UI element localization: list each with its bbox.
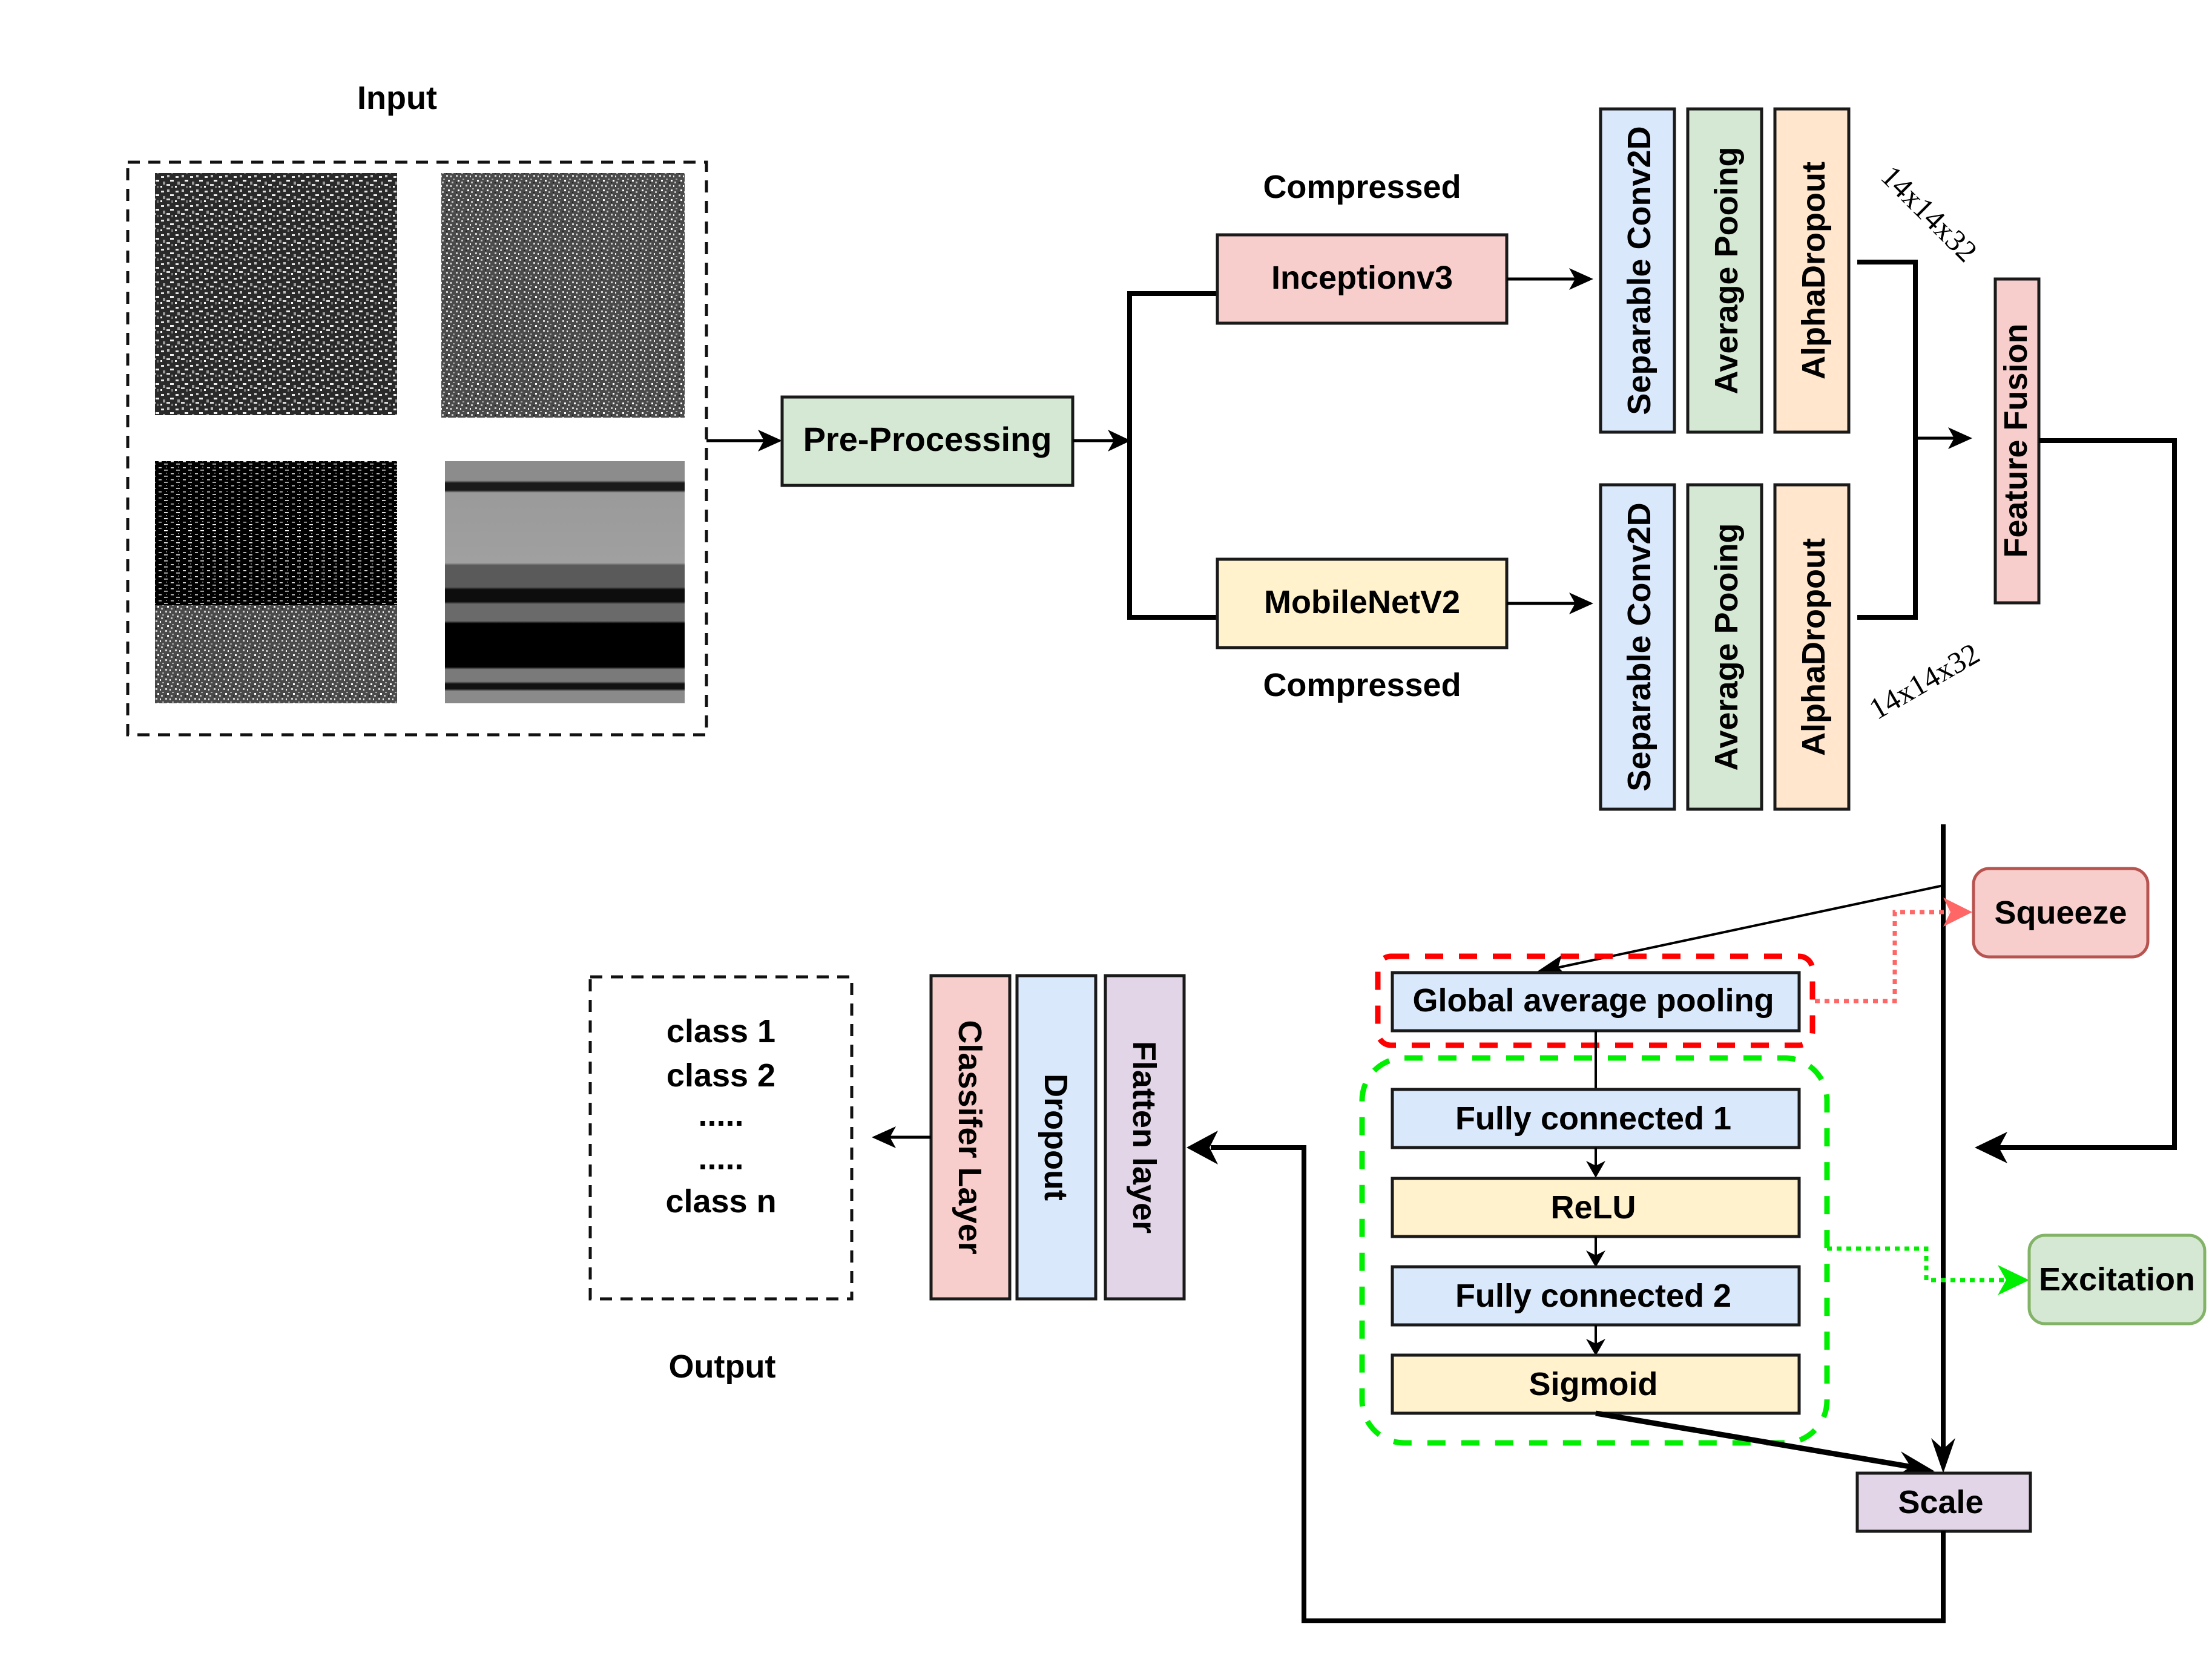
input-image-1 [155,173,397,415]
feature-fusion-label: Feature Fusion [1998,323,2034,557]
input-image-3 [155,461,397,703]
branch2-conv-label: Separable Conv2D [1621,502,1657,791]
branch1-note: Compressed [1263,169,1461,205]
connector-fusion-to-se [1998,438,2177,1150]
dropout-label: Dropout [1038,1074,1074,1201]
branch2-alpha-dropout[interactable]: AlphaDropout [1773,483,1851,811]
fc1-label: Fully connected 1 [1455,1100,1731,1137]
connector-scale-to-head [1211,1145,1946,1623]
arrow-merge-to-fusion [1915,427,1972,449]
feature-fusion-node[interactable]: Feature Fusion [1993,277,2041,605]
arrow-fc1-to-relu [1586,1148,1605,1178]
branch-split-connector [1127,291,1217,620]
branch2-note: Compressed [1263,667,1461,703]
arrow-fc2-to-sigmoid [1586,1325,1605,1356]
branch1-pool-label: Average Pooing [1708,146,1745,394]
preprocessing-label: Pre-Processing [803,420,1052,458]
arrowhead-to-excitation [1998,1265,2029,1295]
branch1-dropout-label: AlphaDropout [1796,162,1832,379]
excitation-dotted-connector [1827,1246,2004,1283]
output-class-n: class n [665,1183,776,1220]
output-class-2: class 2 [667,1057,775,1094]
relu-label: ReLU [1550,1189,1636,1226]
branch2-pool-label: Average Pooing [1708,523,1745,770]
branch2-dropout-label: AlphaDropout [1796,538,1832,756]
scale-node[interactable]: Scale [1855,1471,2032,1533]
branch2-average-pooling[interactable]: Average Pooing [1686,483,1763,811]
arrow-inception-to-conv [1507,268,1593,290]
classifier-label: Classifer Layer [952,1020,988,1254]
branch1-alpha-dropout[interactable]: AlphaDropout [1773,107,1851,434]
branch2-shape-label: 14x14x32 [1863,636,1985,726]
inceptionv3-node[interactable]: Inceptionv3 [1216,233,1509,325]
branch2-separable-conv2d[interactable]: Separable Conv2D [1599,483,1676,811]
fc2-node[interactable]: Fully connected 2 [1391,1265,1801,1327]
excitation-node[interactable]: Excitation [2027,1233,2207,1325]
input-image-4 [445,461,685,703]
output-title: Output [669,1348,776,1385]
output-frame [588,975,854,1301]
classifier-layer[interactable]: Classifer Layer [929,974,1012,1301]
dropout-layer[interactable]: Dropout [1015,974,1098,1301]
arrow-trunk-to-gap [1536,884,1944,977]
squeeze-label: Squeeze [1994,895,2127,931]
input-image-2 [441,173,685,418]
arrowhead-trunk-to-scale [1931,1438,1955,1473]
gap-label: Global average pooling [1412,982,1774,1019]
relu-node[interactable]: ReLU [1391,1177,1801,1238]
branch1-average-pooling[interactable]: Average Pooing [1686,107,1763,434]
fc2-label: Fully connected 2 [1455,1278,1731,1314]
arrowhead-scale-to-flatten [1187,1131,1218,1164]
gap-node[interactable]: Global average pooling [1391,971,1801,1033]
arrow-preprocessing-to-split [1073,430,1131,452]
flatten-label: Flatten layer [1126,1041,1162,1233]
arrow-classifier-to-output [872,1126,931,1148]
mobilenetv2-label: MobileNetV2 [1264,584,1460,620]
preprocessing-node[interactable]: Pre-Processing [780,395,1075,487]
sigmoid-node[interactable]: Sigmoid [1391,1353,1801,1415]
mobilenetv2-node[interactable]: MobileNetV2 [1216,557,1509,649]
arrow-relu-to-fc2 [1586,1237,1605,1267]
arrow-input-to-preprocessing [706,430,782,452]
arrow-mobilenet-to-conv [1507,593,1593,614]
branch1-separable-conv2d[interactable]: Separable Conv2D [1599,107,1676,434]
excitation-label: Excitation [2039,1261,2195,1298]
squeeze-node[interactable]: Squeeze [1972,867,2150,959]
branch-merge-connector [1857,260,1918,620]
scale-label: Scale [1898,1484,1983,1520]
arrowhead-to-squeeze [1943,898,1972,927]
flatten-layer[interactable]: Flatten layer [1104,974,1186,1301]
input-title: Input [357,80,437,116]
output-class-1: class 1 [667,1013,775,1049]
sigmoid-label: Sigmoid [1529,1366,1658,1402]
fc1-node[interactable]: Fully connected 1 [1391,1088,1801,1149]
arrowhead-fusion-to-se [1975,1132,2007,1163]
branch1-conv-label: Separable Conv2D [1621,126,1657,415]
input-frame [126,160,708,737]
output-ellipsis-1: ..... [698,1097,743,1133]
inceptionv3-label: Inceptionv3 [1271,260,1453,296]
branch1-shape-label: 14x14x32 [1875,159,1984,268]
squeeze-dotted-connector [1815,910,1949,1003]
output-ellipsis-2: ..... [698,1140,743,1177]
arrow-sigmoid-to-scale [1595,1410,1935,1477]
